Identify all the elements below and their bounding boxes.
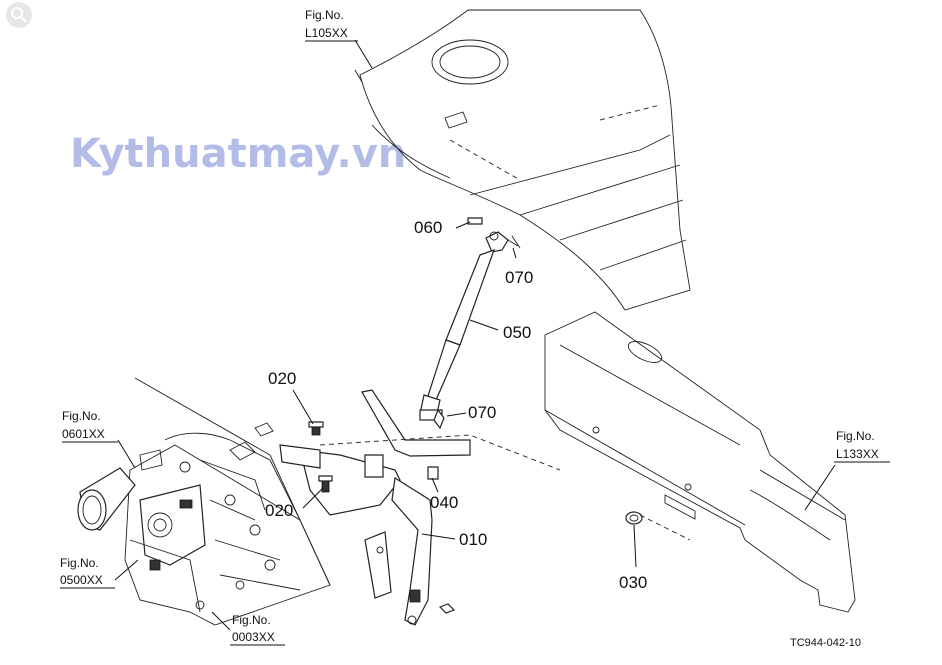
leader-lines bbox=[114, 39, 836, 631]
part-020-top-label: 020 bbox=[268, 369, 296, 388]
figure-ref-0601: Fig.No. 0601XX bbox=[62, 409, 118, 443]
fig-label: Fig.No. bbox=[60, 556, 99, 570]
watermark: Kythuatmay.vn bbox=[70, 131, 406, 177]
part-010-label: 010 bbox=[459, 530, 487, 549]
hood-panel bbox=[354, 9, 691, 311]
fig-label: Fig.No. bbox=[305, 8, 344, 22]
fig-code: 0601XX bbox=[62, 427, 105, 441]
lever-bracket bbox=[279, 389, 561, 626]
fig-code: 0003XX bbox=[232, 630, 275, 644]
part-020-mid-label: 020 bbox=[265, 501, 293, 520]
engine-assembly bbox=[77, 377, 331, 626]
figure-ref-l105: Fig.No. L105XX bbox=[305, 8, 358, 42]
fig-label: Fig.No. bbox=[232, 613, 271, 627]
figure-ref-0500: Fig.No. 0500XX bbox=[60, 556, 115, 589]
fig-code: L105XX bbox=[305, 26, 348, 40]
part-030-label: 030 bbox=[619, 573, 647, 592]
fig-label: Fig.No. bbox=[836, 429, 875, 443]
search-icon bbox=[11, 7, 27, 23]
figure-ref-0003: Fig.No. 0003XX bbox=[230, 613, 285, 646]
drawing-code: TC944-042-10 bbox=[790, 637, 861, 649]
fig-label: Fig.No. bbox=[62, 409, 101, 423]
fig-code: 0500XX bbox=[60, 573, 103, 587]
fig-code: L133XX bbox=[836, 447, 879, 461]
search-button[interactable] bbox=[6, 2, 32, 28]
part-070-top-label: 070 bbox=[505, 268, 533, 287]
part-040-label: 040 bbox=[430, 493, 458, 512]
fastener-030 bbox=[625, 511, 691, 541]
side-cover bbox=[544, 311, 856, 613]
gas-strut bbox=[419, 217, 521, 421]
figure-ref-l133: Fig.No. L133XX bbox=[834, 429, 890, 463]
part-060-label: 060 bbox=[414, 218, 442, 237]
part-070-mid-label: 070 bbox=[468, 403, 496, 422]
part-050-label: 050 bbox=[503, 323, 531, 342]
